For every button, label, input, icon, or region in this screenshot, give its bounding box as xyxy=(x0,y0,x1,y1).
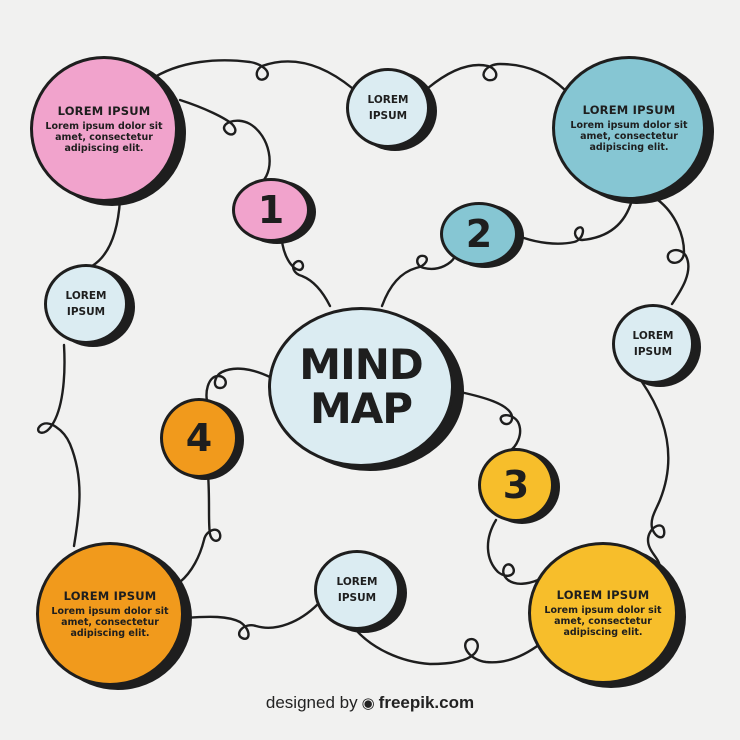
small-node-right-label: LOREM IPSUM xyxy=(632,330,674,358)
big-node-orange-title: LOREM IPSUM xyxy=(63,589,157,603)
numbered-node-3: 3 xyxy=(478,448,560,524)
numbered-node-2-circle: 2 xyxy=(440,202,518,266)
big-node-pink-circle: LOREM IPSUM Lorem ipsum dolor sit amet, … xyxy=(30,56,178,202)
big-node-yellow-title: LOREM IPSUM xyxy=(556,588,650,602)
numbered-node-3-circle: 3 xyxy=(478,448,554,522)
center-circle: MIND MAP xyxy=(268,307,454,467)
connector-orange-to-bottom-small xyxy=(184,602,320,640)
freepik-logo-icon: ◉ xyxy=(361,695,375,712)
small-node-bottom-circle: LOREM IPSUM xyxy=(314,550,400,630)
big-node-yellow: LOREM IPSUM Lorem ipsum dolor sit amet, … xyxy=(528,542,686,688)
small-node-left: LOREM IPSUM xyxy=(44,264,136,348)
small-node-left-circle: LOREM IPSUM xyxy=(44,264,128,344)
connector-center-to-4 xyxy=(205,367,274,406)
numbered-node-2: 2 xyxy=(440,202,524,268)
big-node-blue-title: LOREM IPSUM xyxy=(582,103,676,117)
connector-4-to-orange xyxy=(178,472,222,584)
footer-prefix: designed by xyxy=(265,693,358,712)
big-node-orange-body: Lorem ipsum dolor sit amet, consectetur … xyxy=(51,606,169,639)
big-node-blue-body: Lorem ipsum dolor sit amet, consectetur … xyxy=(570,120,688,153)
connector-pink-to-top-small xyxy=(148,59,354,90)
big-node-pink-title: LOREM IPSUM xyxy=(57,104,151,118)
big-node-blue-circle: LOREM IPSUM Lorem ipsum dolor sit amet, … xyxy=(552,56,706,200)
number-3: 3 xyxy=(502,463,530,507)
connector-blue-to-right-small xyxy=(656,198,690,306)
big-node-pink: LOREM IPSUM Lorem ipsum dolor sit amet, … xyxy=(30,56,186,206)
connector-bottom-small-to-yellow xyxy=(354,628,542,666)
connector-center-to-1 xyxy=(280,230,332,308)
small-node-top-circle: LOREM IPSUM xyxy=(346,68,430,148)
connector-3-to-yellow xyxy=(486,518,540,585)
footer-brand: freepik.com xyxy=(378,693,475,712)
small-node-top: LOREM IPSUM xyxy=(346,68,438,152)
connector-pink-to-left-small xyxy=(90,198,122,268)
numbered-node-1: 1 xyxy=(232,178,316,244)
number-1: 1 xyxy=(257,188,285,232)
big-node-pink-body: Lorem ipsum dolor sit amet, consectetur … xyxy=(45,121,163,154)
small-node-right-circle: LOREM IPSUM xyxy=(612,304,694,384)
connector-pink-to-1 xyxy=(178,98,271,184)
connector-center-to-3 xyxy=(458,390,522,454)
connector-center-to-2 xyxy=(380,254,456,308)
connector-right-small-to-yellow xyxy=(640,380,670,570)
numbered-node-4-circle: 4 xyxy=(160,398,238,478)
big-node-yellow-body: Lorem ipsum dolor sit amet, consectetur … xyxy=(544,605,662,638)
footer-credit: designed by ◉ freepik.com xyxy=(0,688,740,718)
big-node-yellow-circle: LOREM IPSUM Lorem ipsum dolor sit amet, … xyxy=(528,542,678,684)
connector-top-small-to-blue xyxy=(426,62,567,92)
small-node-top-label: LOREM IPSUM xyxy=(367,94,409,122)
big-node-orange: LOREM IPSUM Lorem ipsum dolor sit amet, … xyxy=(36,542,192,690)
connector-blue-to-2 xyxy=(522,198,634,245)
center-node: MIND MAP xyxy=(268,307,464,471)
number-4: 4 xyxy=(185,416,213,460)
small-node-bottom: LOREM IPSUM xyxy=(314,550,408,634)
small-node-bottom-label: LOREM IPSUM xyxy=(336,576,378,604)
small-node-left-label: LOREM IPSUM xyxy=(65,290,107,318)
connector-left-small-to-orange xyxy=(37,343,81,548)
big-node-orange-circle: LOREM IPSUM Lorem ipsum dolor sit amet, … xyxy=(36,542,184,686)
big-node-blue: LOREM IPSUM Lorem ipsum dolor sit amet, … xyxy=(552,56,714,204)
center-title: MIND MAP xyxy=(299,340,423,433)
small-node-right: LOREM IPSUM xyxy=(612,304,702,388)
number-2: 2 xyxy=(465,212,493,256)
numbered-node-1-circle: 1 xyxy=(232,178,310,242)
numbered-node-4: 4 xyxy=(160,398,244,482)
